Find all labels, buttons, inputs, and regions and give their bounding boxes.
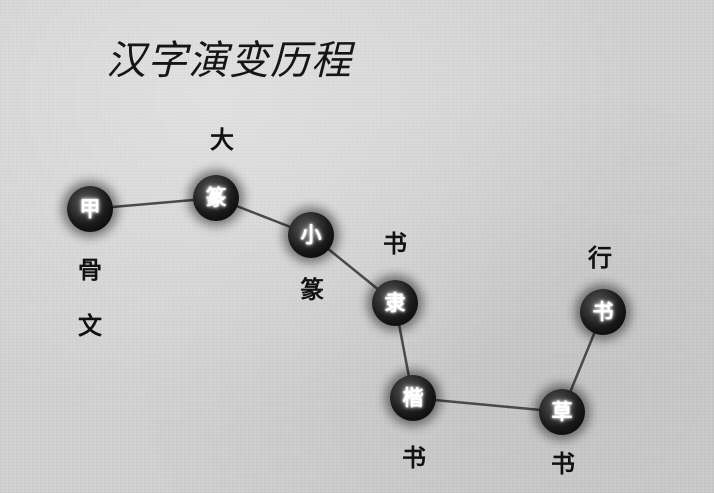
- label-xiaozhuan: 篆: [300, 276, 324, 304]
- label-xingshu: 行: [588, 244, 612, 272]
- node-dazhuan: 篆: [193, 175, 239, 221]
- label-caoshu: 书: [551, 450, 575, 478]
- node-label: 楷: [402, 385, 424, 410]
- node-lishu: 隶: [372, 280, 418, 326]
- node-label: 隶: [384, 290, 406, 315]
- node-label: 篆: [205, 185, 227, 210]
- link-kaishu-caoshu: [412, 396, 563, 414]
- label-jiagu-2: 文: [78, 312, 102, 340]
- node-label: 甲: [79, 196, 101, 221]
- node-label: 草: [551, 399, 573, 424]
- label-lishu: 书: [383, 230, 407, 258]
- node-label: 小: [300, 222, 322, 247]
- page-title: 汉字演变历程: [106, 38, 352, 84]
- node-xiaozhuan: 小: [288, 212, 334, 258]
- node-label: 书: [592, 299, 614, 324]
- node-kaishu: 楷: [390, 375, 436, 421]
- label-jiagu-1: 骨: [78, 256, 102, 284]
- label-dazhuan: 大: [210, 126, 234, 154]
- label-kaishu: 书: [402, 444, 426, 472]
- node-caoshu: 草: [539, 389, 585, 435]
- node-xingshu: 书: [580, 289, 626, 335]
- node-jiagu: 甲: [67, 186, 113, 232]
